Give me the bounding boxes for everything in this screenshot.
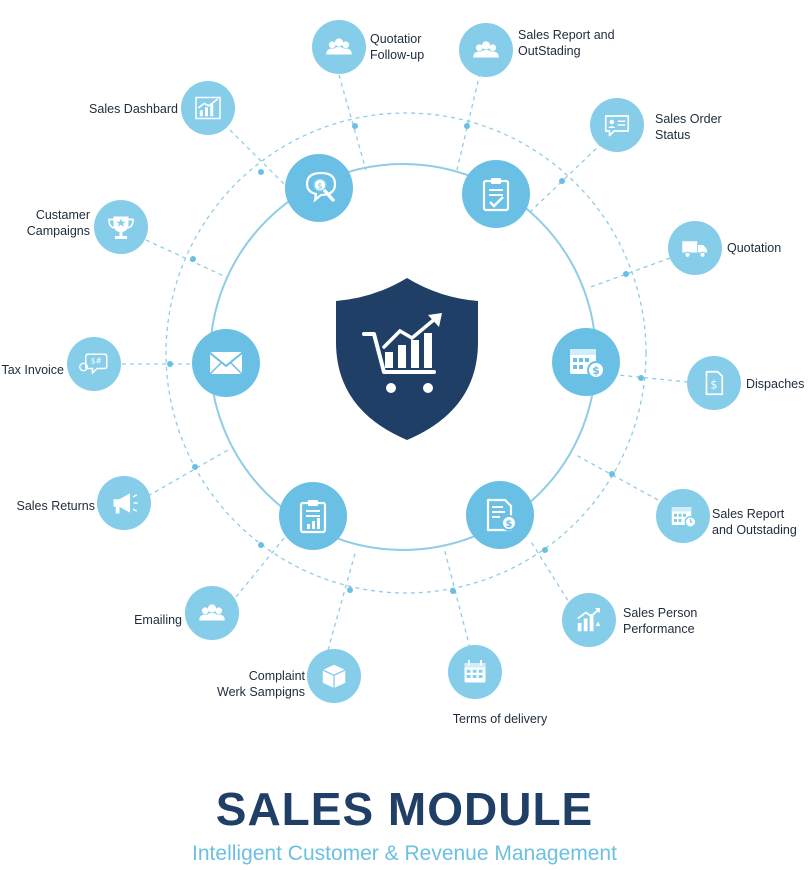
- outer-node-sales-order-status: [590, 98, 644, 152]
- outer-node-tax-invoice: [67, 337, 121, 391]
- inner-node-clipboard-chart: [279, 482, 347, 550]
- inner-node-clipboard-check: [462, 160, 530, 228]
- outer-node-quotation-follow-up: [312, 20, 366, 74]
- inner-node-calendar-dollar: [552, 328, 620, 396]
- outer-node-complaint: [307, 649, 361, 703]
- label-quotation: Quotation: [727, 241, 782, 255]
- outer-node-sales-dashboard: [181, 81, 235, 135]
- label-tax-invoice: Tax Invoice: [1, 363, 64, 377]
- outer-node-sales-report-outstanding-right: [656, 489, 710, 543]
- inner-node-invoice: [466, 481, 534, 549]
- outer-node-sales-report-outstanding-top: [459, 23, 513, 77]
- label-sales-returns: Sales Returns: [16, 499, 95, 513]
- center-shield-icon: [336, 278, 478, 440]
- label-dispatches: Dispaches: [746, 377, 805, 391]
- outer-node-dispatches: [687, 356, 741, 410]
- outer-dashed-ring: [165, 112, 647, 594]
- label-emailing: Emailing: [134, 613, 182, 627]
- inner-node-search: [285, 154, 353, 222]
- outer-node-quotation: [668, 221, 722, 275]
- envelope-icon: [209, 351, 243, 375]
- calendar-icon: [463, 659, 487, 684]
- connector-dots: [167, 123, 644, 594]
- label-terms-of-delivery: Terms of delivery: [452, 712, 548, 726]
- outer-node-emailing: [185, 586, 239, 640]
- connector-lines: [122, 72, 689, 651]
- page-title: SALES MODULE: [215, 783, 594, 835]
- label-sales-dashboard: Sales Dashbard: [89, 102, 178, 116]
- page-subtitle: Intelligent Customer & Revenue Managemen…: [192, 842, 617, 865]
- outer-node-terms-of-delivery: [448, 645, 502, 699]
- outer-node-sales-returns: [97, 476, 151, 530]
- inner-node-envelope: [192, 329, 260, 397]
- outer-node-customer-campaigns: [94, 200, 148, 254]
- outer-node-sales-person-performance: [562, 593, 616, 647]
